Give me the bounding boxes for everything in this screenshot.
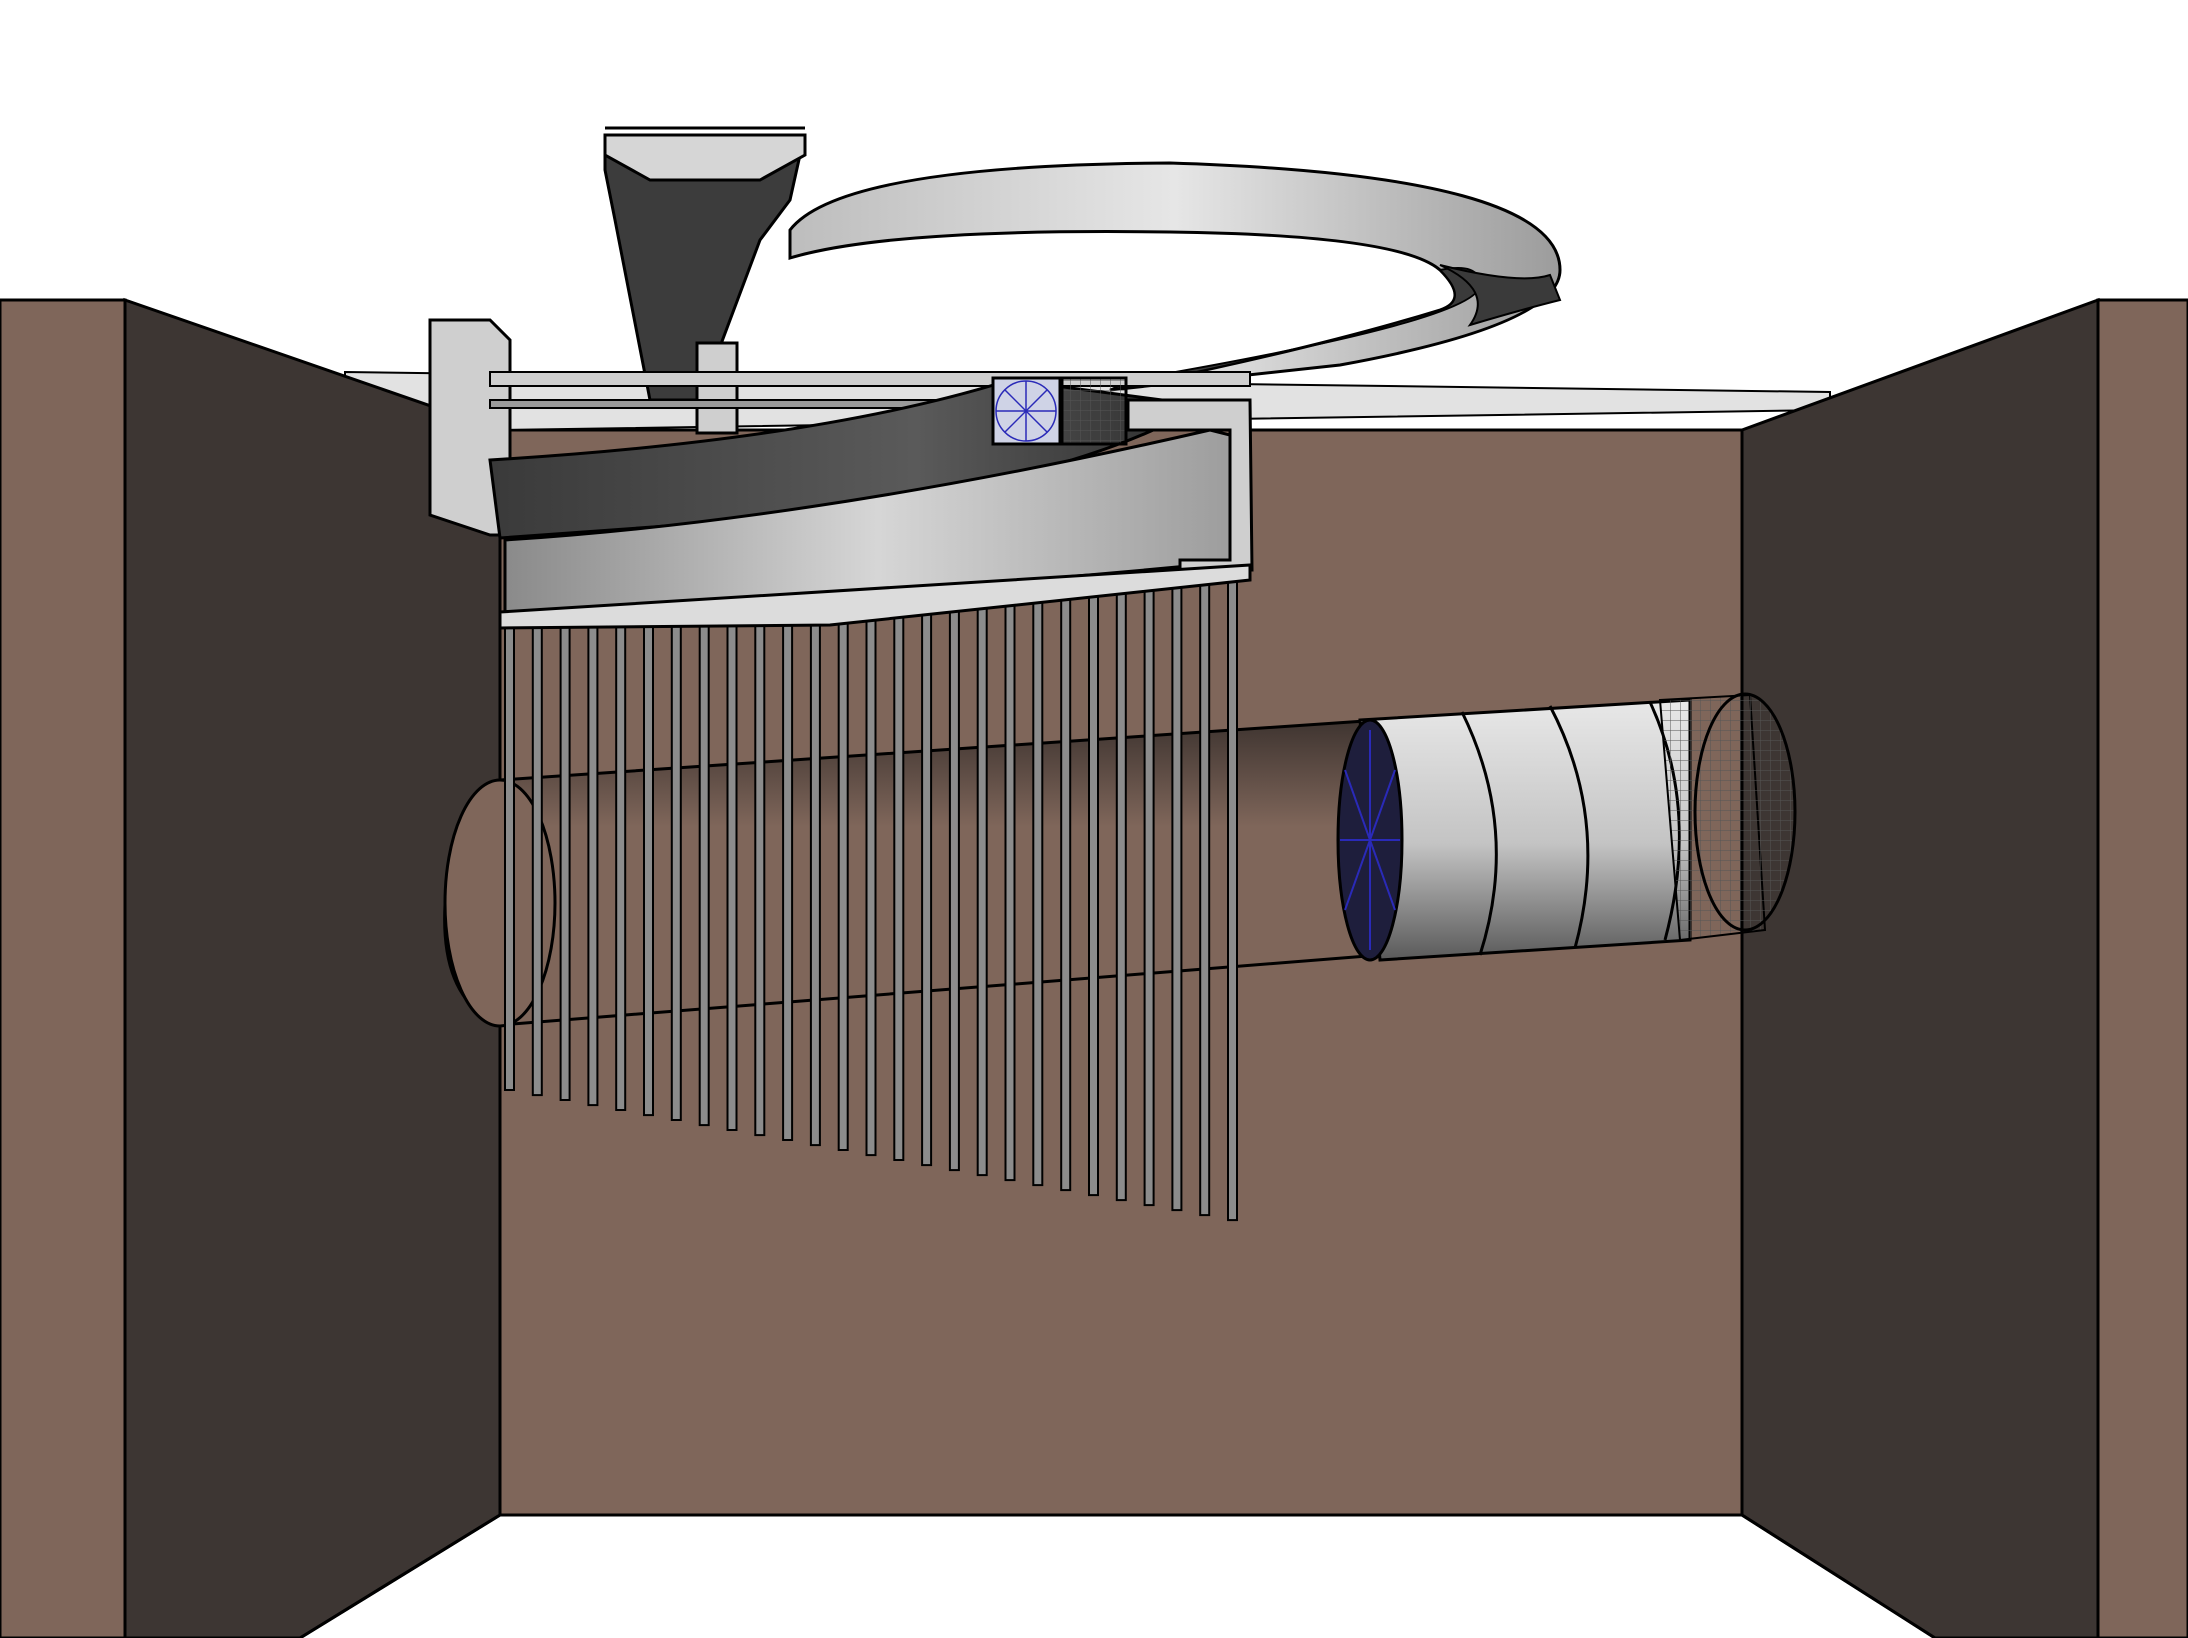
pile: [698, 613, 710, 1127]
mesh-block: [1060, 376, 1128, 446]
pile: [893, 599, 905, 1161]
top-beam: [489, 371, 1251, 387]
lining-body: [1358, 698, 1692, 962]
right-bracket: [1126, 398, 1254, 572]
pile: [531, 625, 543, 1097]
pile: [976, 593, 988, 1177]
right-outer-wall: [2096, 298, 2188, 1638]
tunnel-end: [443, 778, 557, 1028]
pile: [726, 611, 738, 1131]
lining-joint-1: [1460, 711, 1498, 956]
mesh-front: [1693, 692, 1797, 932]
pile: [1060, 588, 1072, 1192]
tbm-cutter-spokes: [1340, 730, 1400, 950]
upper-ramp-ring: [788, 161, 1562, 392]
pile: [670, 615, 682, 1121]
segment-lining: [1358, 698, 1692, 962]
lining-joint-2: [1548, 705, 1590, 949]
spiral-ramp-structure: [428, 126, 1562, 630]
pile: [1143, 582, 1155, 1207]
pile: [782, 607, 794, 1141]
pile: [754, 609, 766, 1137]
pile: [865, 601, 877, 1157]
pile: [504, 627, 515, 1091]
hopper-top: [603, 133, 807, 182]
pile: [809, 605, 821, 1147]
right-inner-wall: [1740, 297, 2100, 1638]
cutter-block-spokes: [995, 380, 1057, 442]
tunnel-boring-machine: [1336, 718, 1404, 962]
ring-inner-dark: [1439, 264, 1562, 327]
pile: [837, 603, 849, 1151]
pile: [1004, 592, 1016, 1182]
pile: [1199, 578, 1211, 1217]
pile: [1088, 586, 1099, 1197]
pile: [615, 619, 627, 1111]
pile: [1032, 590, 1044, 1187]
pile: [643, 617, 654, 1117]
bottom-slab: [498, 563, 1252, 630]
left-outer-wall: [0, 298, 127, 1638]
pile: [948, 595, 960, 1172]
pile: [559, 623, 571, 1101]
pile: [1227, 576, 1238, 1222]
mesh-shield: [1658, 692, 1797, 942]
pit-floor-edge-right: [1741, 1513, 1936, 1638]
pile: [921, 597, 933, 1167]
pit-floor-edge-left: [299, 1513, 501, 1638]
pile: [587, 621, 599, 1107]
pile: [1171, 580, 1183, 1212]
support-post: [695, 341, 739, 435]
pile: [1115, 584, 1127, 1202]
